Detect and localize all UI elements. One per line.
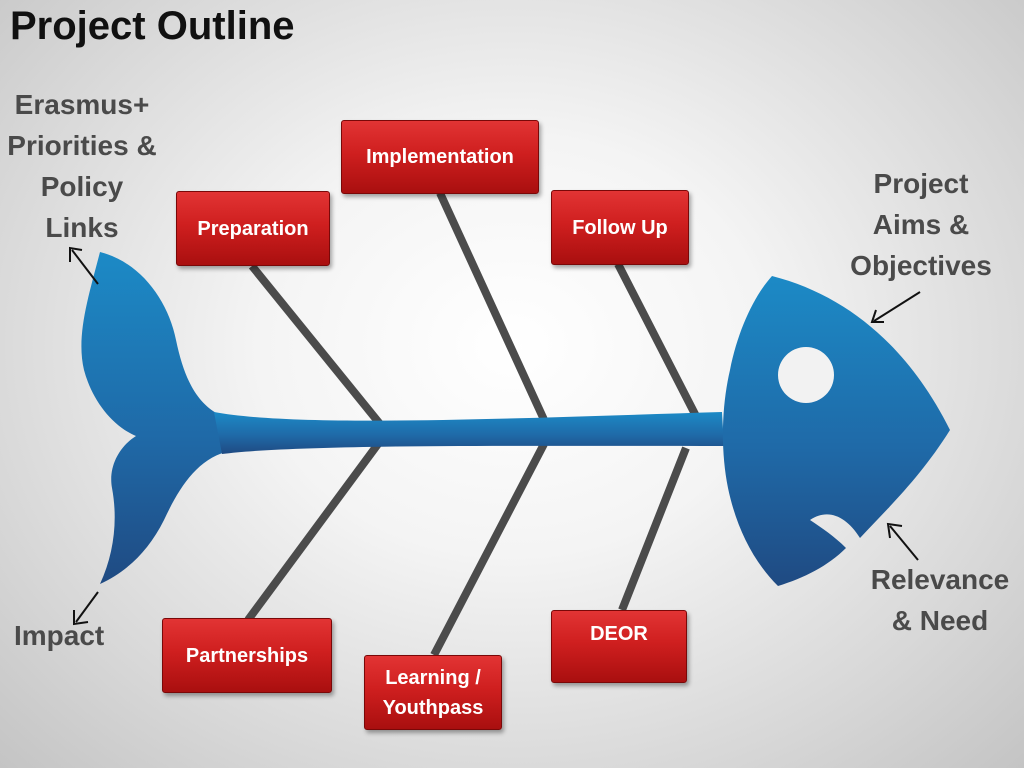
arrow-erasmus-head [69, 246, 83, 262]
fish-spine [214, 412, 724, 454]
bone-implementation [436, 191, 550, 426]
arrow-relevance [889, 525, 919, 561]
page-title: Project Outline [10, 4, 295, 48]
box-deor: DEOR [551, 610, 687, 683]
bone-follow-up [614, 262, 701, 420]
bone-partnerships [244, 441, 382, 623]
box-preparation: Preparation [176, 191, 330, 266]
arrow-erasmus [71, 249, 99, 285]
box-follow-up: Follow Up [551, 190, 689, 265]
fish-eye [778, 347, 834, 403]
box-implementation: Implementation [341, 120, 539, 194]
label-relevance-need: Relevance & Need [870, 564, 1010, 636]
annotation-arrows [69, 246, 921, 626]
arrow-impact [75, 591, 99, 623]
bone-preparation [248, 263, 384, 427]
arrow-relevance-head [886, 522, 903, 539]
label-impact: Impact [14, 620, 105, 651]
bone-deor [618, 446, 690, 612]
label-project-aims: Project Aims & Objectives [850, 168, 992, 281]
arrow-aims [873, 291, 921, 322]
box-learning-youthpass: Learning / Youthpass [364, 655, 502, 730]
arrow-impact-head [73, 610, 89, 626]
fish-tail [81, 252, 226, 584]
fish-bones [244, 191, 701, 657]
label-erasmus-priorities: Erasmus+ Priorities & Policy Links [7, 89, 157, 243]
fish-head [722, 276, 950, 586]
box-partnerships: Partnerships [162, 618, 332, 693]
bone-learning [430, 442, 548, 657]
arrow-aims-head [870, 309, 884, 323]
